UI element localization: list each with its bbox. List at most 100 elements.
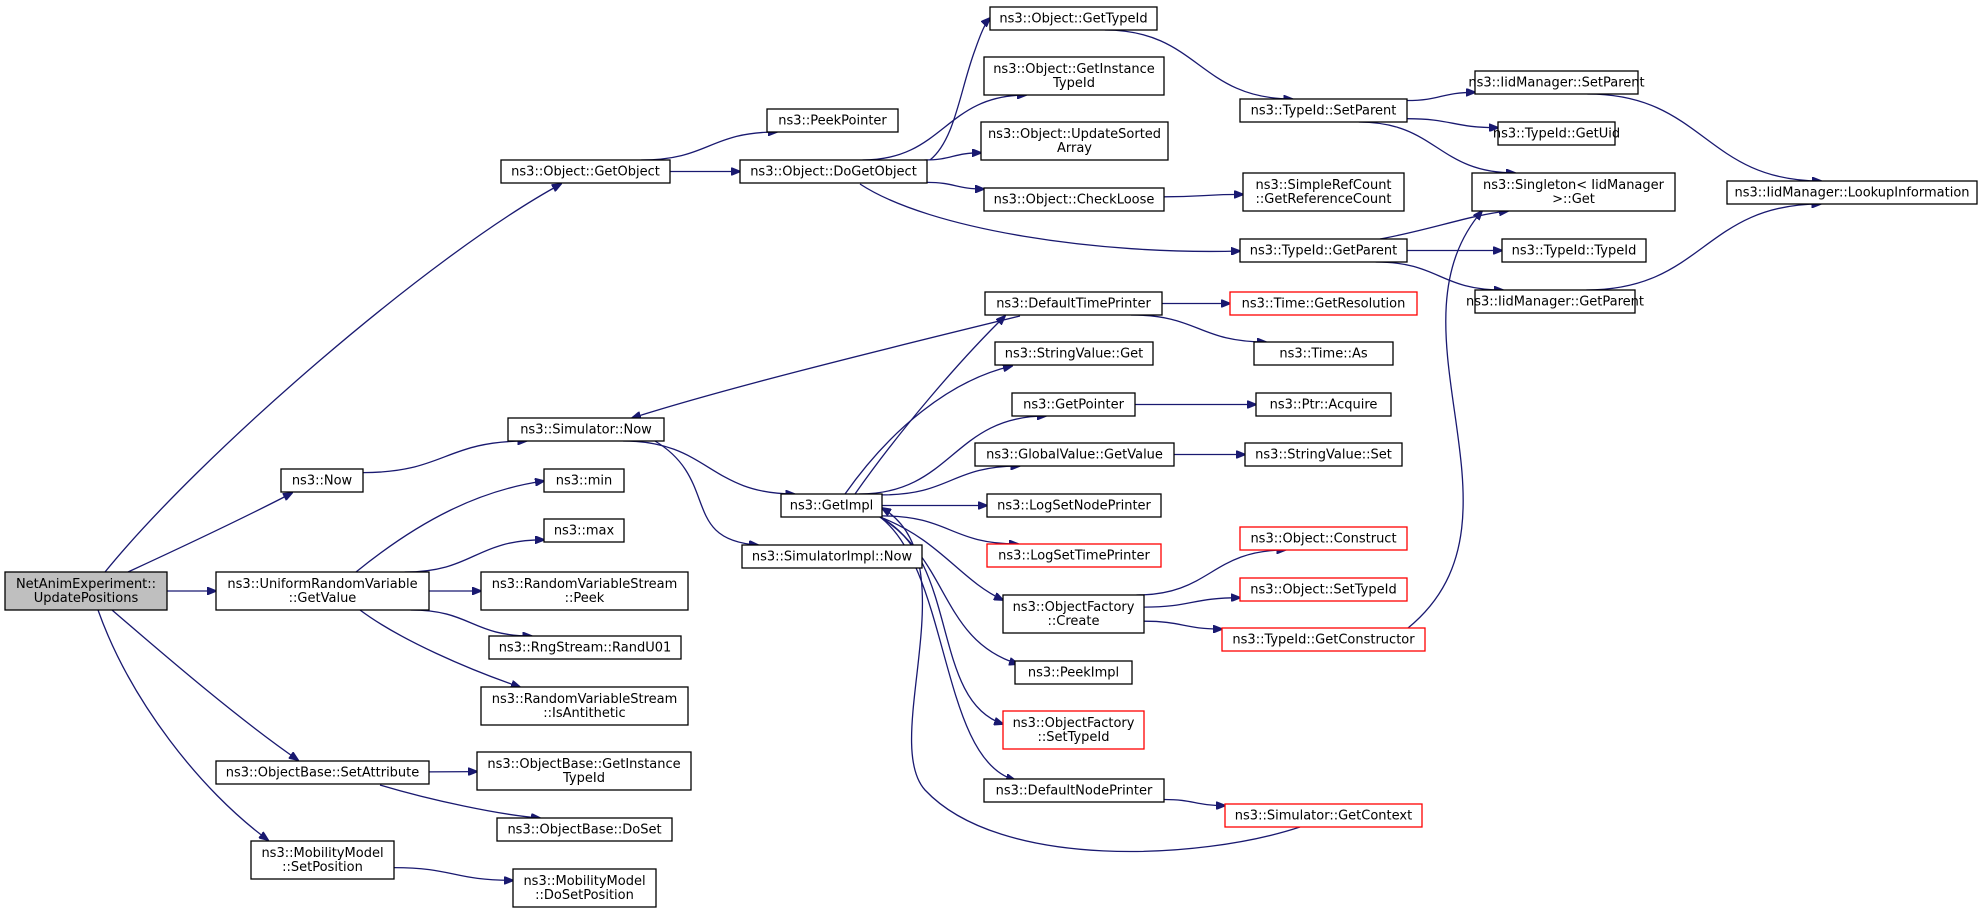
node-label: ns3::Object::Construct — [1250, 532, 1396, 547]
node-randu01[interactable]: ns3::RngStream::RandU01 — [488, 635, 682, 660]
edge-now-to-simnow — [362, 441, 527, 474]
node-max[interactable]: ns3::max — [543, 518, 625, 543]
node-typeidgetparent[interactable]: ns3::TypeId::GetParent — [1239, 238, 1408, 263]
node-label: ns3::Object::GetInstance — [993, 62, 1155, 77]
node-peekpointer[interactable]: ns3::PeekPointer — [766, 108, 899, 133]
node-min[interactable]: ns3::min — [543, 468, 625, 493]
node-box — [476, 751, 692, 791]
node-box — [984, 291, 1163, 316]
node-box — [4, 571, 168, 611]
node-box — [986, 493, 1162, 518]
node-box — [543, 468, 625, 493]
node-label: ns3::MobilityModel — [261, 846, 383, 861]
edge-getimpl-to-ofcreate — [879, 516, 1003, 600]
node-defaultnodeprinter[interactable]: ns3::DefaultNodePrinter — [983, 778, 1165, 803]
node-label: UpdatePositions — [34, 591, 139, 606]
node-getpointer[interactable]: ns3::GetPointer — [1011, 392, 1136, 417]
node-checkloose[interactable]: ns3::Object::CheckLoose — [983, 187, 1165, 212]
node-timeas[interactable]: ns3::Time::As — [1253, 341, 1394, 366]
edge-root-to-setattribute — [111, 609, 298, 760]
node-urvgetvalue[interactable]: ns3::UniformRandomVariable::GetValue — [215, 571, 430, 611]
node-objconstruct[interactable]: ns3::Object::Construct — [1239, 526, 1408, 551]
node-box — [766, 108, 899, 133]
node-label: ::SetTypeId — [1037, 730, 1109, 745]
node-typeidsetparent[interactable]: ns3::TypeId::SetParent — [1239, 98, 1408, 123]
node-stringvalueget[interactable]: ns3::StringValue::Get — [994, 341, 1154, 366]
node-getimpl[interactable]: ns3::GetImpl — [780, 493, 883, 518]
node-ofsettypeid[interactable]: ns3::ObjectFactory::SetTypeId — [1002, 710, 1145, 750]
node-label: ::GetReferenceCount — [1256, 192, 1392, 207]
node-simimplnow[interactable]: ns3::SimulatorImpl::Now — [741, 544, 923, 569]
node-label: ns3::Object::SetTypeId — [1250, 583, 1396, 598]
node-label: ns3::ObjectBase::GetInstance — [487, 757, 680, 772]
node-singletonget[interactable]: ns3::Singleton< IidManager>::Get — [1471, 172, 1676, 212]
node-label: NetAnimExperiment:: — [16, 577, 156, 592]
node-peekimpl[interactable]: ns3::PeekImpl — [1014, 660, 1133, 685]
node-ofcreate[interactable]: ns3::ObjectFactory::Create — [1002, 594, 1145, 634]
node-simnow[interactable]: ns3::Simulator::Now — [507, 417, 665, 442]
node-objgettypeid[interactable]: ns3::Object::GetTypeId — [989, 6, 1158, 31]
node-lookupinformation[interactable]: ns3::IidManager::LookupInformation — [1726, 180, 1978, 205]
node-stringvalueset[interactable]: ns3::StringValue::Set — [1244, 442, 1403, 467]
node-setattribute[interactable]: ns3::ObjectBase::SetAttribute — [215, 760, 430, 785]
node-label: ns3::TypeId::GetConstructor — [1232, 633, 1415, 648]
node-label: ns3::MobilityModel — [523, 874, 645, 889]
node-ptracquire[interactable]: ns3::Ptr::Acquire — [1255, 392, 1392, 417]
node-simplerefcount[interactable]: ns3::SimpleRefCount::GetReferenceCount — [1242, 172, 1405, 212]
node-simgetcontext[interactable]: ns3::Simulator::GetContext — [1224, 803, 1423, 828]
edges-layer — [97, 18, 1821, 880]
node-box — [741, 544, 923, 569]
node-label: ::GetValue — [289, 591, 357, 606]
node-typeidgetuid[interactable]: ns3::TypeId::GetUid — [1493, 121, 1620, 146]
node-iidgetparent[interactable]: ns3::IidManager::GetParent — [1466, 289, 1644, 314]
node-rvspeek[interactable]: ns3::RandomVariableStream::Peek — [480, 571, 689, 611]
node-label: ns3::DefaultTimePrinter — [996, 297, 1151, 312]
node-isantithetic[interactable]: ns3::RandomVariableStream::IsAntithetic — [480, 686, 689, 726]
node-label: TypeId — [562, 771, 605, 786]
edge-typeidgetparent-to-singletonget — [1379, 211, 1508, 240]
node-box — [280, 468, 364, 493]
node-now[interactable]: ns3::Now — [280, 468, 364, 493]
node-logsettimeprinter[interactable]: ns3::LogSetTimePrinter — [986, 543, 1162, 568]
node-label: ns3::RandomVariableStream — [492, 577, 678, 592]
node-mmsetposition[interactable]: ns3::MobilityModel::SetPosition — [250, 840, 395, 880]
node-dogetobject[interactable]: ns3::Object::DoGetObject — [739, 159, 928, 184]
node-label: ns3::Object::CheckLoose — [994, 193, 1155, 208]
node-box — [1002, 710, 1145, 750]
node-getobject[interactable]: ns3::Object::GetObject — [500, 159, 671, 184]
node-label: ns3::GetImpl — [790, 499, 874, 514]
node-label: ns3::LogSetNodePrinter — [997, 499, 1151, 514]
node-typeidgetconstructor[interactable]: ns3::TypeId::GetConstructor — [1221, 627, 1426, 652]
node-label: ns3::RandomVariableStream — [492, 692, 678, 707]
node-box — [543, 518, 625, 543]
node-iidsetparent[interactable]: ns3::IidManager::SetParent — [1468, 70, 1645, 95]
edge-urvgetvalue-to-isantithetic — [359, 609, 520, 687]
node-typeidtypeid[interactable]: ns3::TypeId::TypeId — [1501, 238, 1647, 263]
node-label: ns3::Simulator::Now — [520, 423, 652, 438]
node-timegetresolution[interactable]: ns3::Time::GetResolution — [1229, 291, 1418, 316]
node-globalvaluegetvalue[interactable]: ns3::GlobalValue::GetValue — [974, 442, 1175, 467]
node-mmdosetposition[interactable]: ns3::MobilityModel::DoSetPosition — [512, 868, 657, 908]
node-label: ns3::min — [556, 474, 613, 489]
node-label: ::Peek — [565, 591, 605, 606]
node-logsetnodeprinter[interactable]: ns3::LogSetNodePrinter — [986, 493, 1162, 518]
node-box — [500, 159, 671, 184]
edge-getimpl-to-logsettimeprinter — [881, 515, 1018, 544]
node-label: ns3::PeekImpl — [1028, 666, 1119, 681]
node-label: ns3::IidManager::GetParent — [1466, 295, 1644, 310]
node-label: ns3::IidManager::LookupInformation — [1734, 186, 1969, 201]
node-objsettypeid[interactable]: ns3::Object::SetTypeId — [1239, 577, 1408, 602]
edge-ofcreate-to-typeidgetconstructor — [1143, 620, 1222, 629]
edge-dogetobject-to-typeidgetparent — [859, 183, 1240, 251]
node-label: ns3::SimulatorImpl::Now — [752, 550, 913, 565]
node-obdoset[interactable]: ns3::ObjectBase::DoSet — [496, 817, 673, 842]
node-root[interactable]: NetAnimExperiment::UpdatePositions — [4, 571, 168, 611]
node-defaulttimeprinter[interactable]: ns3::DefaultTimePrinter — [984, 291, 1163, 316]
nodes-layer: NetAnimExperiment::UpdatePositionsns3::O… — [4, 6, 1978, 908]
node-box — [1726, 180, 1978, 205]
edge-objgettypeid-to-typeidsetparent — [1104, 29, 1293, 99]
edge-getimpl-to-defaulttimeprinter — [854, 316, 1005, 495]
